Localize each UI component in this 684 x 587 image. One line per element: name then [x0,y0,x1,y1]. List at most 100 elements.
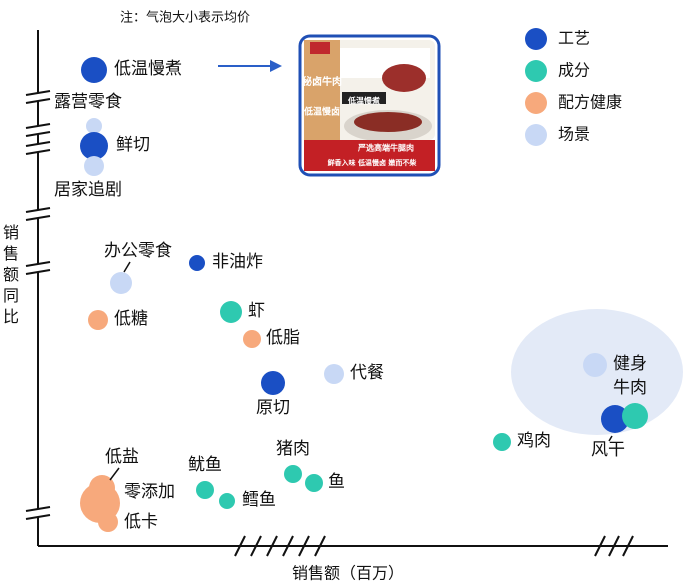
x-axis-title: 销售额（百万） [292,564,404,583]
leader-line [123,261,131,273]
legend-marker [525,92,547,114]
point-label: 露营零食 [54,92,122,112]
bubble-point [324,364,344,384]
point-label: 代餐 [350,363,384,383]
point-label: 低糖 [114,309,148,329]
y-break-mask [25,126,51,134]
y-break-mask [25,144,51,152]
y-axis-break-mark [25,90,51,96]
legend-marker [525,28,547,50]
bubble-point [80,132,108,160]
point-label: 低温慢煮 [114,58,182,79]
bubble-point [601,405,629,433]
product-image-text: 秘卤牛肉 [302,75,342,88]
axes [25,30,668,557]
y-axis-title-char: 比 [3,307,19,326]
y-axis-title-char: 售 [3,244,19,263]
beef-slices [382,64,426,92]
leader-line [109,467,120,481]
product-image-text: 鲜香入味 低温慢卤 嫩而不柴 [328,158,418,167]
bubble-point [84,156,104,176]
point-label: 风干 [591,440,625,460]
y-axis-break-mark [25,98,51,104]
y-axis-break-mark [25,207,51,213]
bubble-point [622,403,648,429]
x-axis-break-mark [234,535,246,557]
x-axis-break-mark [266,535,278,557]
legend-label: 成分 [558,61,590,80]
point-label: 鱼 [328,472,345,492]
point-label: 低卡 [124,512,158,532]
y-axis-title: 销售额同比 [3,223,19,326]
y-break-mask [25,210,51,218]
point-label: 鲜切 [116,135,150,155]
chart-note: 注：气泡大小表示均价 [120,10,250,26]
y-axis-break-mark [25,141,51,147]
legend-label: 配方健康 [558,93,622,112]
y-axis-break-mark [25,215,51,221]
y-axis-break-mark [25,123,51,129]
product-bottom-band [304,140,435,171]
point-label: 非油炸 [212,252,263,272]
bubble-point [98,512,118,532]
y-break-mask [25,264,51,272]
point-label: 鳕鱼 [242,490,276,510]
y-break-mask [25,93,51,101]
y-axis-break-mark [25,269,51,275]
product-image-text: 严选高端牛腿肉 [357,143,414,153]
y-axis-break-mark [25,261,51,267]
arrow-head [270,60,282,72]
bubble-point [86,118,102,134]
point-label: 虾 [248,301,265,321]
y-axis-title-char: 同 [3,286,19,305]
x-axis-break-mark [608,535,620,557]
y-axis-break-mark [25,514,51,520]
y-axis-break-mark [25,149,51,155]
bubble-point [243,330,261,348]
bubble-point [583,353,607,377]
point-label: 办公零食 [104,241,172,261]
point-label: 居家追剧 [54,180,122,200]
point-label: 零添加 [124,482,175,502]
point-label: 鸡肉 [517,431,551,451]
x-axis-break-mark [282,535,294,557]
leader-line [608,435,613,442]
bubble-point [81,57,107,83]
bubble-point [305,474,323,492]
product-image-text: 低温慢煮 [347,96,380,106]
x-axis-break-mark [298,535,310,557]
bubble-point [110,272,132,294]
x-axis-break-mark [250,535,262,557]
bubble-point [493,433,511,451]
point-label: 原切 [256,398,290,418]
legend-label: 场景 [558,125,590,144]
product-image-text: 低温慢卤 [303,106,340,118]
product-side-band [304,40,340,140]
bubble-point [189,255,205,271]
x-axis-break-mark [594,535,606,557]
y-axis-title-char: 销 [3,223,19,242]
legend-label: 工艺 [558,29,590,48]
point-label: 鱿鱼 [188,455,222,475]
y-break-mask [25,509,51,517]
legend-marker [525,60,547,82]
x-axis-break-mark [622,535,634,557]
bubble-point [261,371,285,395]
x-axis-break-mark [314,535,326,557]
point-label: 猪肉 [276,439,310,459]
y-axis-break-mark [25,506,51,512]
bubble-point [88,310,108,330]
beef-on-plate [354,112,422,132]
y-axis-title-char: 额 [3,265,19,284]
brand-logo [310,42,330,54]
legend-marker [525,124,547,146]
bubble-point [196,481,214,499]
y-axis-break-mark [25,131,51,137]
point-label: 低脂 [266,328,300,348]
bubble-point [220,301,242,323]
package-name-box [342,92,386,104]
bubble-point [219,493,235,509]
point-label: 低盐 [105,447,139,467]
